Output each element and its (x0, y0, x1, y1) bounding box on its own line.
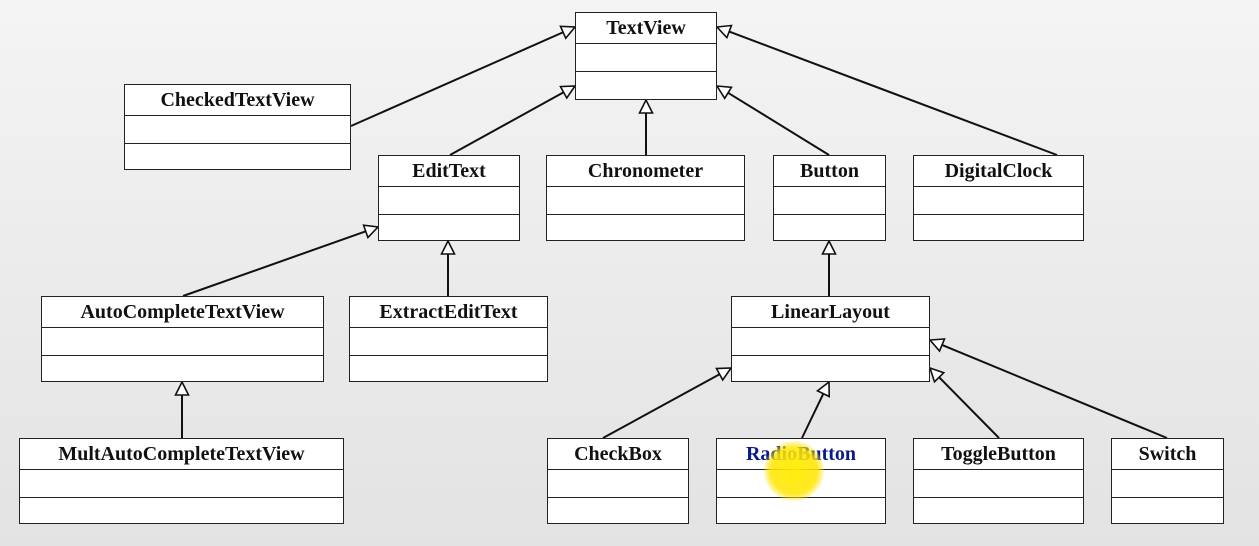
class-textview[interactable]: TextView (575, 12, 717, 100)
class-chronometer[interactable]: Chronometer (546, 155, 745, 241)
class-togglebutton[interactable]: ToggleButton (913, 438, 1084, 524)
class-attributes (20, 470, 343, 498)
class-name: Chronometer (547, 156, 744, 187)
inheritance-arrowhead-linearlayout (821, 239, 837, 255)
class-button[interactable]: Button (773, 155, 886, 241)
class-operations (350, 356, 547, 381)
class-operations (732, 356, 929, 381)
inheritance-arrowhead-autocompletetextview (362, 224, 380, 239)
class-attributes (379, 187, 519, 215)
inheritance-arrowhead-radiobutton (815, 380, 831, 398)
class-name: LinearLayout (732, 297, 929, 328)
class-name: Button (774, 156, 885, 187)
inheritance-arrowhead-multautocompletetextview (174, 380, 190, 396)
class-digitalclock[interactable]: DigitalClock (913, 155, 1084, 241)
class-attributes (717, 470, 885, 498)
class-attributes (576, 44, 716, 72)
class-name: CheckBox (548, 439, 688, 470)
class-linearlayout[interactable]: LinearLayout (731, 296, 930, 382)
class-operations (1112, 498, 1223, 523)
inheritance-line-button (727, 91, 830, 156)
class-operations (547, 215, 744, 240)
class-operations (548, 498, 688, 523)
class-checkedtextview[interactable]: CheckedTextView (124, 84, 351, 170)
class-operations (379, 215, 519, 240)
class-name: CheckedTextView (125, 85, 350, 116)
class-switch[interactable]: Switch (1111, 438, 1224, 524)
inheritance-line-digitalclock (728, 30, 1058, 156)
class-edittext[interactable]: EditText (378, 155, 520, 241)
inheritance-arrowhead-button (715, 85, 733, 100)
class-operations (914, 498, 1083, 523)
inheritance-arrowhead-chronometer (638, 98, 654, 114)
inheritance-line-checkbox (602, 373, 721, 439)
class-attributes (125, 116, 350, 144)
inheritance-line-checkedtextview (350, 31, 564, 127)
class-name: ExtractEditText (350, 297, 547, 328)
class-name: MultAutoCompleteTextView (20, 439, 343, 470)
class-extractedittext[interactable]: ExtractEditText (349, 296, 548, 382)
inheritance-arrowhead-extractedittext (440, 239, 456, 255)
class-multautocompletetextview[interactable]: MultAutoCompleteTextView (19, 438, 344, 524)
inheritance-arrowhead-togglebutton (928, 366, 946, 384)
class-operations (42, 356, 323, 381)
class-operations (717, 498, 885, 523)
class-checkbox[interactable]: CheckBox (547, 438, 689, 524)
class-attributes (774, 187, 885, 215)
inheritance-line-togglebutton (938, 376, 1000, 439)
class-operations (125, 144, 350, 169)
class-radiobutton[interactable]: RadioButton (716, 438, 886, 524)
class-name: RadioButton (717, 439, 885, 470)
inheritance-line-switch (941, 344, 1168, 439)
class-name: Switch (1112, 439, 1223, 470)
class-name: ToggleButton (914, 439, 1083, 470)
class-operations (914, 215, 1083, 240)
class-attributes (1112, 470, 1223, 498)
class-name: EditText (379, 156, 519, 187)
inheritance-line-edittext (449, 91, 565, 156)
class-name: AutoCompleteTextView (42, 297, 323, 328)
inheritance-arrowhead-checkbox (715, 367, 733, 382)
class-attributes (42, 328, 323, 356)
inheritance-line-autocompletetextview (182, 230, 367, 297)
inheritance-arrowhead-digitalclock (715, 24, 733, 40)
inheritance-arrowhead-edittext (559, 85, 577, 100)
class-name: TextView (576, 13, 716, 44)
class-attributes (548, 470, 688, 498)
inheritance-line-radiobutton (801, 393, 825, 439)
class-attributes (350, 328, 547, 356)
class-attributes (732, 328, 929, 356)
class-operations (576, 72, 716, 97)
class-attributes (914, 470, 1083, 498)
class-attributes (547, 187, 744, 215)
class-name: DigitalClock (914, 156, 1083, 187)
inheritance-arrowhead-switch (928, 338, 946, 353)
class-operations (774, 215, 885, 240)
class-autocompletetextview[interactable]: AutoCompleteTextView (41, 296, 324, 382)
class-operations (20, 498, 343, 523)
inheritance-arrowhead-checkedtextview (559, 25, 577, 40)
class-attributes (914, 187, 1083, 215)
inheritance-edges (174, 24, 1168, 439)
